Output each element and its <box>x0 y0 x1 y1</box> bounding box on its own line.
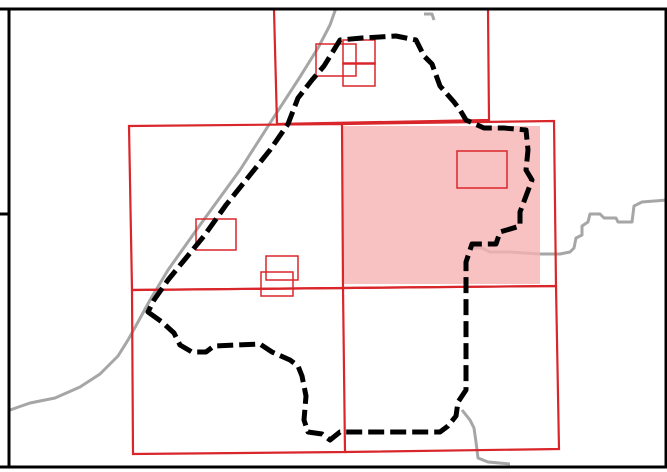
road-south-stub <box>460 409 511 466</box>
tile-grid <box>127 9 561 456</box>
footprint-box-center-1[interactable] <box>265 255 299 281</box>
road-north-stub <box>424 12 436 21</box>
tile-top[interactable] <box>272 9 491 126</box>
highlighted-tile[interactable] <box>342 126 540 284</box>
footprint-box-north-3[interactable] <box>342 62 376 87</box>
road-west-diagonal <box>9 7 338 412</box>
tile-bottom-right[interactable] <box>342 284 561 454</box>
footprint-box-highlighted[interactable] <box>456 150 508 189</box>
footprint-box-center-2[interactable] <box>260 271 294 297</box>
map-frame <box>0 7 667 469</box>
dashed-area-boundary <box>145 33 535 443</box>
